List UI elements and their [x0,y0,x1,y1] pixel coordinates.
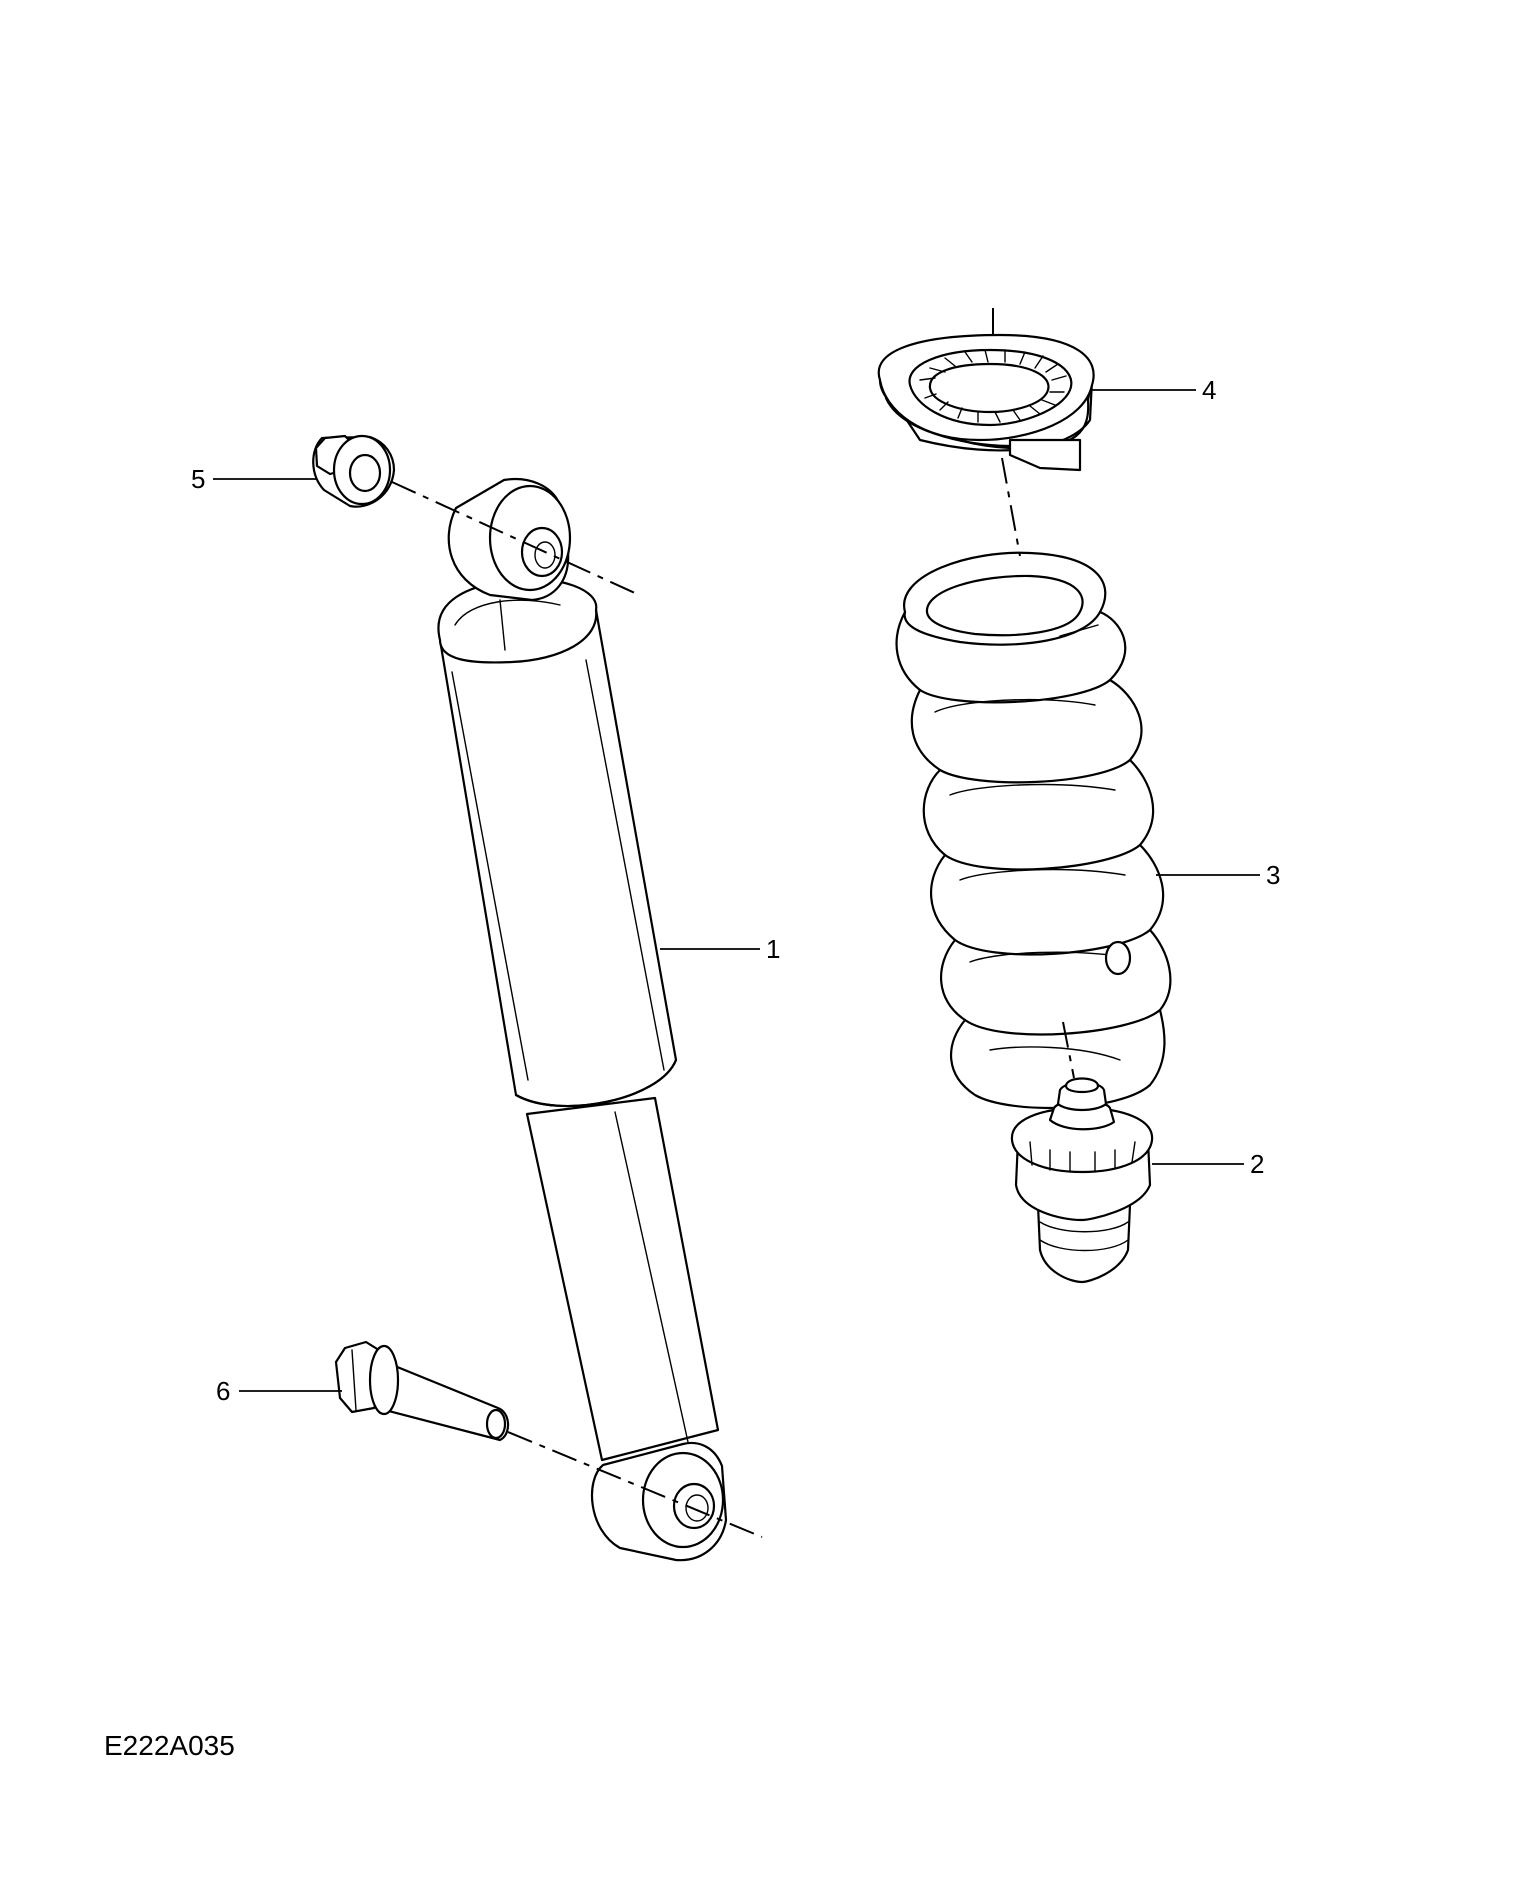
coil-spring-part-3 [895,551,1172,1110]
callout-label-3: 3 [1266,860,1280,890]
callout-1: 1 [660,934,780,964]
upper-nut-part-5 [312,434,396,508]
callout-6: 6 [216,1376,342,1406]
lower-bolt-part-6 [334,1340,510,1442]
upper-mount-eye [447,478,572,651]
shock-absorber [437,478,728,1562]
callout-label-1: 1 [766,934,780,964]
callout-2: 2 [1152,1149,1264,1179]
callout-label-6: 6 [216,1376,230,1406]
assembly-centerlines [391,308,1075,1538]
callout-label-4: 4 [1202,375,1216,405]
callout-label-5: 5 [191,464,205,494]
upper-spring-seat-part-4 [877,333,1095,472]
callout-3: 3 [1156,860,1280,890]
callout-5: 5 [191,464,316,494]
lower-mount-eye [590,1441,728,1562]
callout-label-2: 2 [1250,1149,1264,1179]
figure-reference-code: E222A035 [104,1730,235,1761]
callout-4: 4 [1092,375,1216,405]
bump-stop-part-2 [1010,1077,1154,1284]
